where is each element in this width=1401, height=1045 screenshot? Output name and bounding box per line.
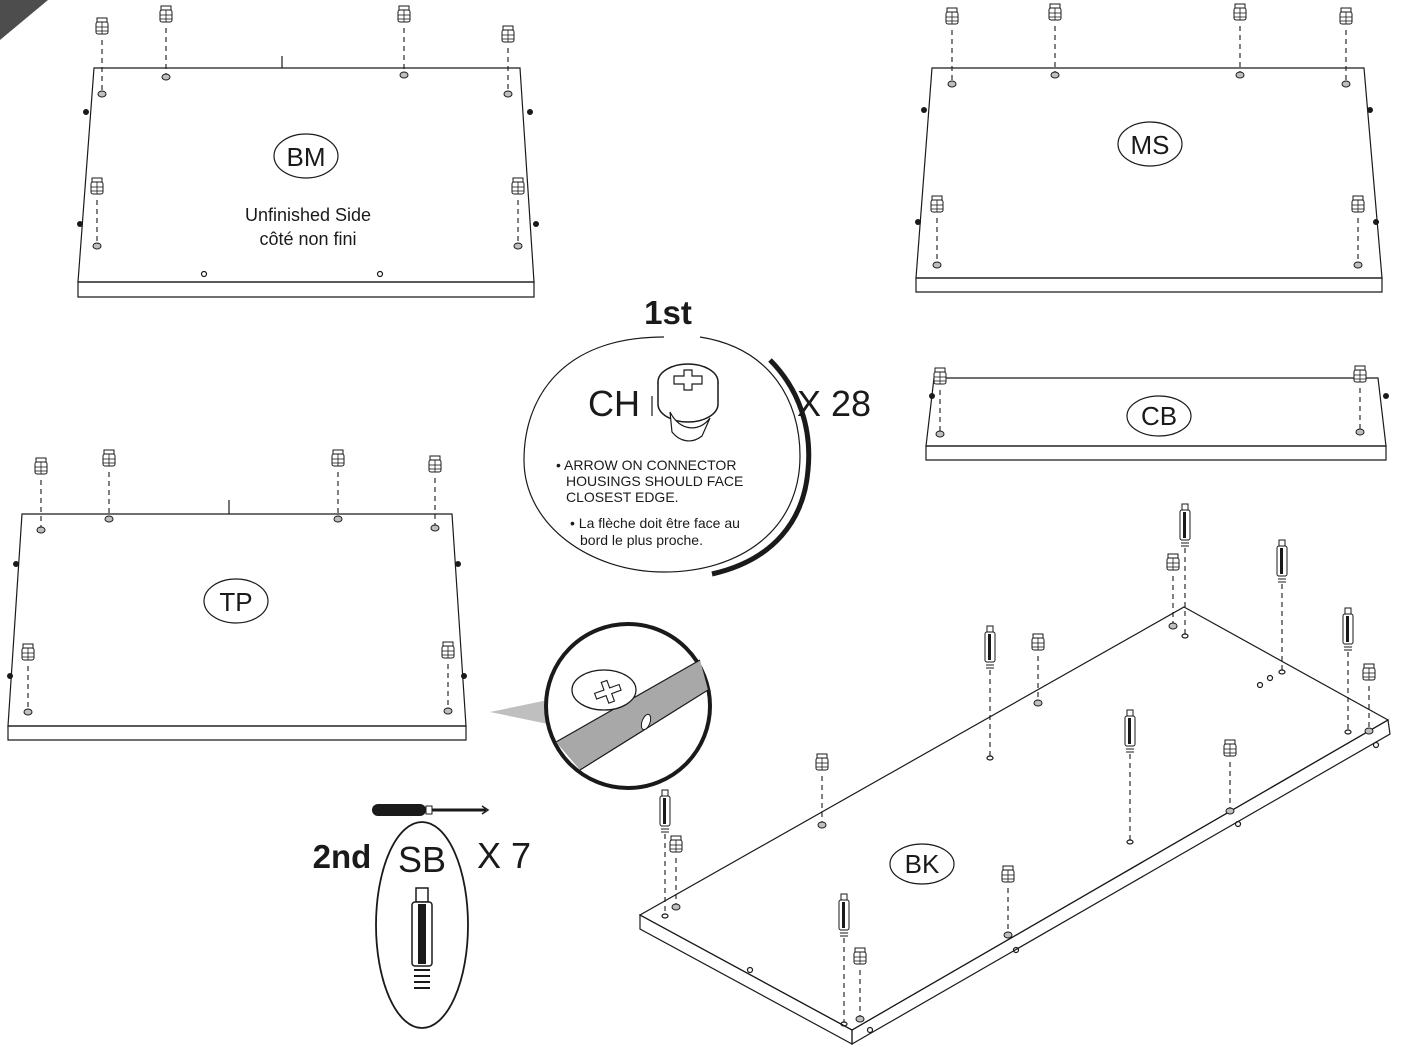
tp-label: TP [219, 587, 252, 617]
cam-bolt-icon [411, 887, 433, 989]
ms-cam-holes [930, 3, 1365, 269]
bm-cam-holes [90, 5, 525, 250]
step-2-qty: X 7 [477, 835, 531, 876]
step-1-order: 1st [644, 294, 692, 331]
panel-bk: BK [638, 503, 1391, 1045]
tp-cam-holes [21, 449, 455, 716]
panel-ms: MS [915, 3, 1383, 293]
cam-housing-icon [651, 363, 719, 442]
bm-note-en: Unfinished Side [245, 205, 371, 225]
cb-label: CB [1141, 401, 1177, 431]
panel-cb: CB [925, 365, 1389, 461]
step-1-callout: 1st CH X 28 • ARROW ON CONNECTOR HOUSING… [523, 294, 871, 577]
step-2-order: 2nd [313, 838, 372, 875]
bk-label: BK [905, 849, 940, 879]
step-1-part: CH [588, 383, 640, 424]
step-2-part: SB [398, 839, 446, 880]
bm-note-fr: côté non fini [259, 229, 356, 249]
step-1-note-en-1: • ARROW ON CONNECTOR [556, 457, 736, 473]
page-corner-mark [0, 0, 48, 40]
screwdriver-icon [372, 804, 490, 816]
detail-magnifier-icon [490, 622, 712, 790]
step-2-callout: 2nd SB X 7 [313, 804, 531, 1029]
step-1-note-fr-2: bord le plus proche. [580, 532, 703, 548]
panel-tp: TP [7, 449, 467, 741]
ms-label: MS [1131, 130, 1170, 160]
step-1-note-en-3: CLOSEST EDGE. [566, 489, 679, 505]
step-1-note-fr-1: • La flèche doit être face au [570, 515, 740, 531]
bm-label: BM [287, 142, 326, 172]
bk-fasteners [659, 503, 1376, 1027]
step-1-note-en-2: HOUSINGS SHOULD FACE [566, 473, 743, 489]
step-1-qty: X 28 [797, 383, 871, 424]
panel-bm: BM Unfinished Side côté non fini [77, 5, 539, 298]
